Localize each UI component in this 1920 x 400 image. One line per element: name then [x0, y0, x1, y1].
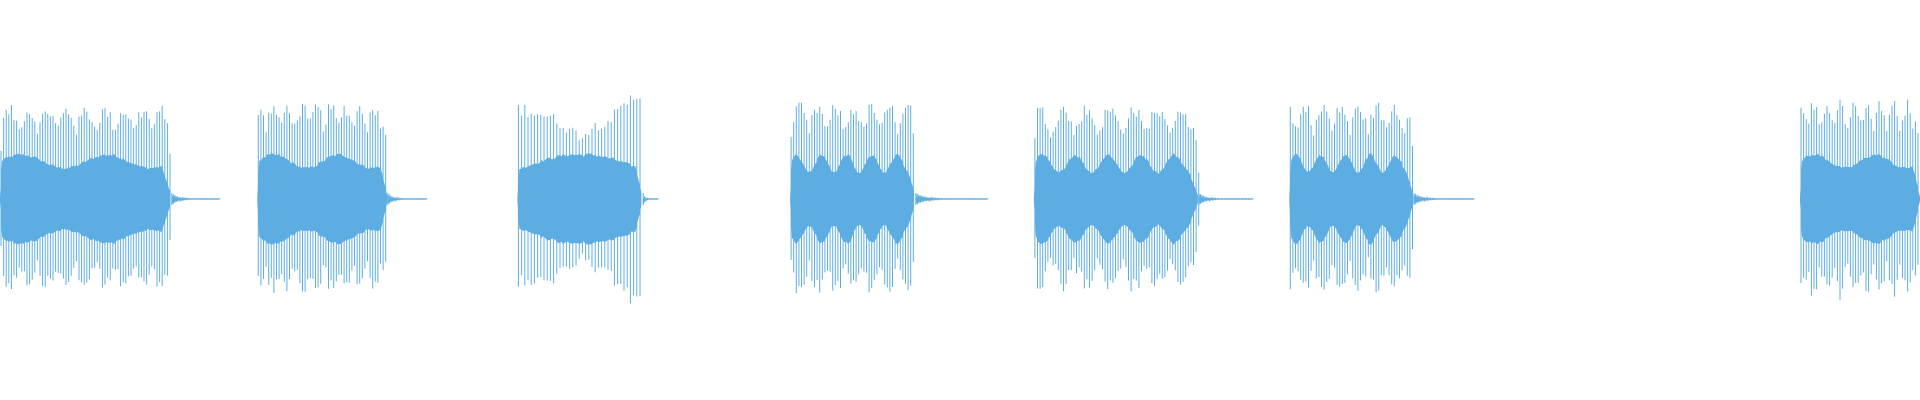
waveform-segment — [0, 105, 221, 290]
waveform-tail — [1413, 193, 1475, 206]
waveform-segment — [1289, 102, 1475, 293]
waveform-tail — [387, 193, 428, 206]
waveform-core — [790, 153, 915, 245]
waveform-core — [1289, 153, 1414, 245]
waveform-segment — [1033, 105, 1254, 292]
waveform-tail — [171, 193, 221, 206]
waveform-tail — [915, 193, 989, 206]
waveform-track — [0, 95, 1920, 304]
waveform-tail — [1198, 193, 1254, 206]
waveform-segment — [790, 102, 989, 294]
waveform-segment — [1800, 99, 1920, 300]
waveform-segment — [517, 95, 659, 304]
waveform-segment — [257, 104, 428, 293]
waveform-tail — [642, 193, 659, 206]
